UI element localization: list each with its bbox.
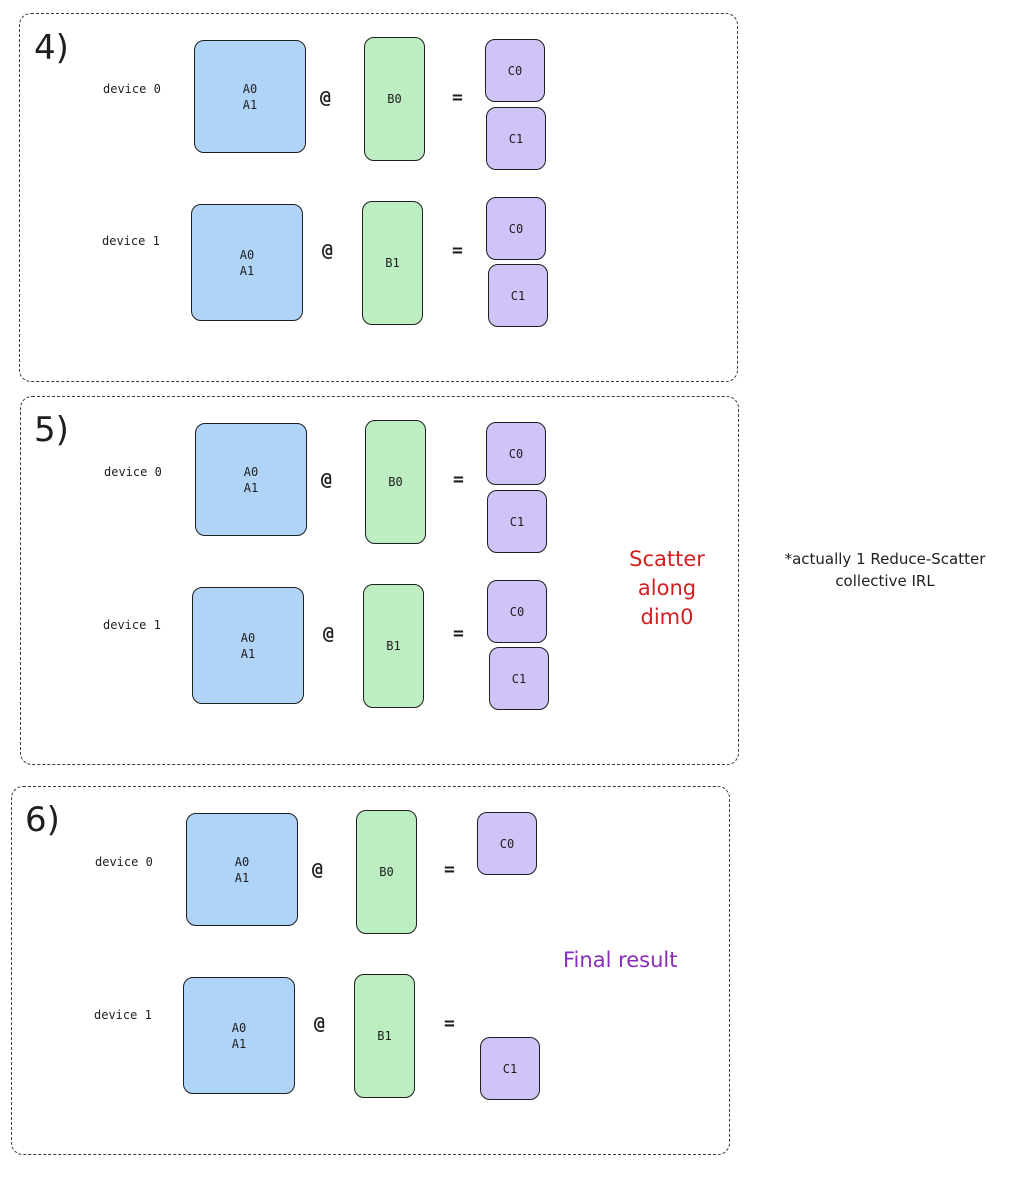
matrix-a-block: A0 A1 xyxy=(192,587,304,704)
matmul-operator: @ xyxy=(320,87,331,108)
matrix-c0-block: C0 xyxy=(477,812,537,875)
matrix-c1-block: C1 xyxy=(480,1037,540,1100)
b0-label: B0 xyxy=(379,865,394,879)
device-1-label: device 1 xyxy=(103,618,161,632)
c1-label: C1 xyxy=(509,514,525,529)
a0-label: A0 xyxy=(242,81,258,96)
a1-label: A1 xyxy=(240,646,256,661)
matrix-c1-block: C1 xyxy=(488,264,548,327)
a1-label: A1 xyxy=(234,870,250,885)
b1-label: B1 xyxy=(386,639,401,653)
footnote-line-1: *actually 1 Reduce-Scatter xyxy=(784,550,986,568)
c0-label: C0 xyxy=(508,221,524,236)
matrix-c0-block: C0 xyxy=(486,197,546,260)
step-label-6: 6) xyxy=(25,800,60,840)
equals-operator: = xyxy=(444,1013,455,1034)
matmul-operator: @ xyxy=(314,1013,325,1034)
panel-step-6 xyxy=(11,786,730,1155)
b1-label: B1 xyxy=(385,256,400,270)
a1-label: A1 xyxy=(239,263,255,278)
final-result-note: Final result xyxy=(563,948,678,972)
equals-operator: = xyxy=(452,87,463,108)
c1-label: C1 xyxy=(510,288,526,303)
matrix-a-block: A0 A1 xyxy=(183,977,295,1094)
scatter-note-line-2: along xyxy=(637,576,697,600)
equals-operator: = xyxy=(453,623,464,644)
matrix-c0-block: C0 xyxy=(486,422,546,485)
scatter-note-line-1: Scatter xyxy=(629,547,705,571)
b0-label: B0 xyxy=(387,92,402,106)
step-label-5: 5) xyxy=(34,410,69,450)
footnote-line-2: collective IRL xyxy=(835,572,935,590)
matrix-c0-block: C0 xyxy=(485,39,545,102)
device-0-label: device 0 xyxy=(104,465,162,479)
c0-label: C0 xyxy=(508,446,524,461)
matrix-b0-block: B0 xyxy=(364,37,425,161)
a1-label: A1 xyxy=(231,1036,247,1051)
matrix-c0-block: C0 xyxy=(487,580,547,643)
matrix-b0-block: B0 xyxy=(356,810,417,934)
equals-operator: = xyxy=(452,240,463,261)
matmul-operator: @ xyxy=(312,859,323,880)
device-0-label: device 0 xyxy=(95,855,153,869)
matrix-a-block: A0 A1 xyxy=(195,423,307,536)
a0-label: A0 xyxy=(239,247,255,262)
matrix-b1-block: B1 xyxy=(363,584,424,708)
matrix-c1-block: C1 xyxy=(486,107,546,170)
matmul-operator: @ xyxy=(323,623,334,644)
scatter-note: Scatter along dim0 xyxy=(610,545,724,632)
equals-operator: = xyxy=(444,859,455,880)
b1-label: B1 xyxy=(377,1029,392,1043)
a1-label: A1 xyxy=(242,97,258,112)
scatter-note-line-3: dim0 xyxy=(640,605,694,629)
matrix-a-block: A0 A1 xyxy=(194,40,306,153)
c1-label: C1 xyxy=(511,671,527,686)
c1-label: C1 xyxy=(502,1061,518,1076)
matrix-c1-block: C1 xyxy=(489,647,549,710)
matrix-b1-block: B1 xyxy=(354,974,415,1098)
c0-label: C0 xyxy=(507,63,523,78)
a0-label: A0 xyxy=(234,854,250,869)
reduce-scatter-footnote: *actually 1 Reduce-Scatter collective IR… xyxy=(754,548,1016,592)
c0-label: C0 xyxy=(499,836,515,851)
matrix-a-block: A0 A1 xyxy=(186,813,298,926)
c1-label: C1 xyxy=(508,131,524,146)
b0-label: B0 xyxy=(388,475,403,489)
matrix-b0-block: B0 xyxy=(365,420,426,544)
device-1-label: device 1 xyxy=(94,1008,152,1022)
matrix-b1-block: B1 xyxy=(362,201,423,325)
step-label-4: 4) xyxy=(34,28,69,68)
matmul-operator: @ xyxy=(321,469,332,490)
panel-step-5 xyxy=(20,396,739,765)
panel-step-4 xyxy=(19,13,738,382)
matrix-c1-block: C1 xyxy=(487,490,547,553)
c0-label: C0 xyxy=(509,604,525,619)
a1-label: A1 xyxy=(243,480,259,495)
a0-label: A0 xyxy=(240,630,256,645)
device-0-label: device 0 xyxy=(103,82,161,96)
a0-label: A0 xyxy=(231,1020,247,1035)
matmul-operator: @ xyxy=(322,240,333,261)
device-1-label: device 1 xyxy=(102,234,160,248)
a0-label: A0 xyxy=(243,464,259,479)
equals-operator: = xyxy=(453,469,464,490)
matrix-a-block: A0 A1 xyxy=(191,204,303,321)
